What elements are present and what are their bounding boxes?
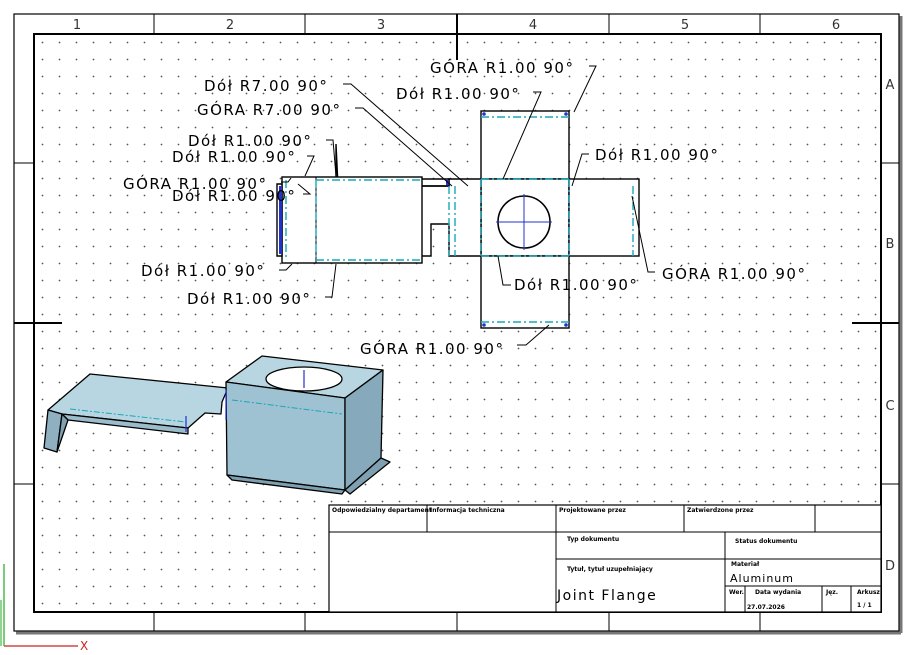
title-block: Odpowiedzialny departament Informacja te… [328,504,882,613]
material-value: Aluminum [730,572,794,585]
zone-col-3: 3 [377,18,385,33]
axis-x-label: X [80,639,88,653]
approved-label: Zatwierdzone przez [687,507,754,514]
bend-note-dol-left-bottom-2: Dół R1.00 90° [187,290,311,308]
bend-note-gora-bottom: GÓRA R1.00 90° [360,339,504,358]
bend-note-gora-r7: GÓRA R7.00 90° [197,100,341,119]
isometric-view [43,355,391,495]
zone-col-6: 6 [832,18,840,33]
flat-pattern [276,110,640,329]
zone-row-a: A [886,78,895,93]
zone-row-c: C [885,399,894,414]
bend-note-dol-left-3: Dół R1.00 90° [172,187,296,205]
bend-note-gora-left: GÓRA R1.00 90° [123,174,267,193]
bend-note-dol-right: Dół R1.00 90° [595,146,719,164]
zone-col-4: 4 [529,18,537,33]
leader-lines [279,65,655,346]
language-label: Jęz. [825,589,838,596]
zone-col-5: 5 [681,18,689,33]
material-label: Materiał [731,561,760,568]
zone-row-b: B [886,237,895,252]
zone-col-1: 1 [73,18,81,33]
bend-note-gora-top: GÓRA R1.00 90° [430,58,574,77]
dept-label: Odpowiedzialny departament [332,507,432,514]
doc-type-label: Typ dokumentu [567,536,619,543]
bend-note-dol-top: Dół R1.00 90° [396,85,520,103]
issue-date-label: Data wydania [755,589,801,596]
revision-label: Wer. [729,589,744,596]
title-value: Joint Flange [556,588,657,604]
bend-note-dol-center: Dół R1.00 90° [514,276,638,294]
bend-note-dol-left-bottom-1: Dół R1.00 90° [141,262,265,280]
issue-date-value: 27.07.2026 [747,604,785,611]
title-label: Tytuł, tytuł uzupełniający [567,566,653,573]
axis-triad [0,564,78,647]
zone-col-2: 2 [226,18,234,33]
bend-note-gora-right: GÓRA R1.00 90° [662,264,806,283]
zone-row-d: D [885,559,895,574]
doc-status-label: Status dokumentu [735,538,797,545]
tech-info-label: Informacja techniczna [430,507,505,514]
sheet-label: Arkusz [857,589,880,596]
center-marks [14,14,899,324]
bend-note-dol-left-1: Dół R1.00 90° [188,132,312,150]
bend-note-dol-r7: Dół R7.00 90° [204,77,328,95]
sheet-value: 1 / 1 [857,602,872,609]
bend-note-dol-left-2: Dół R1.00 90° [172,148,296,166]
designer-label: Projektowane przez [559,507,626,514]
